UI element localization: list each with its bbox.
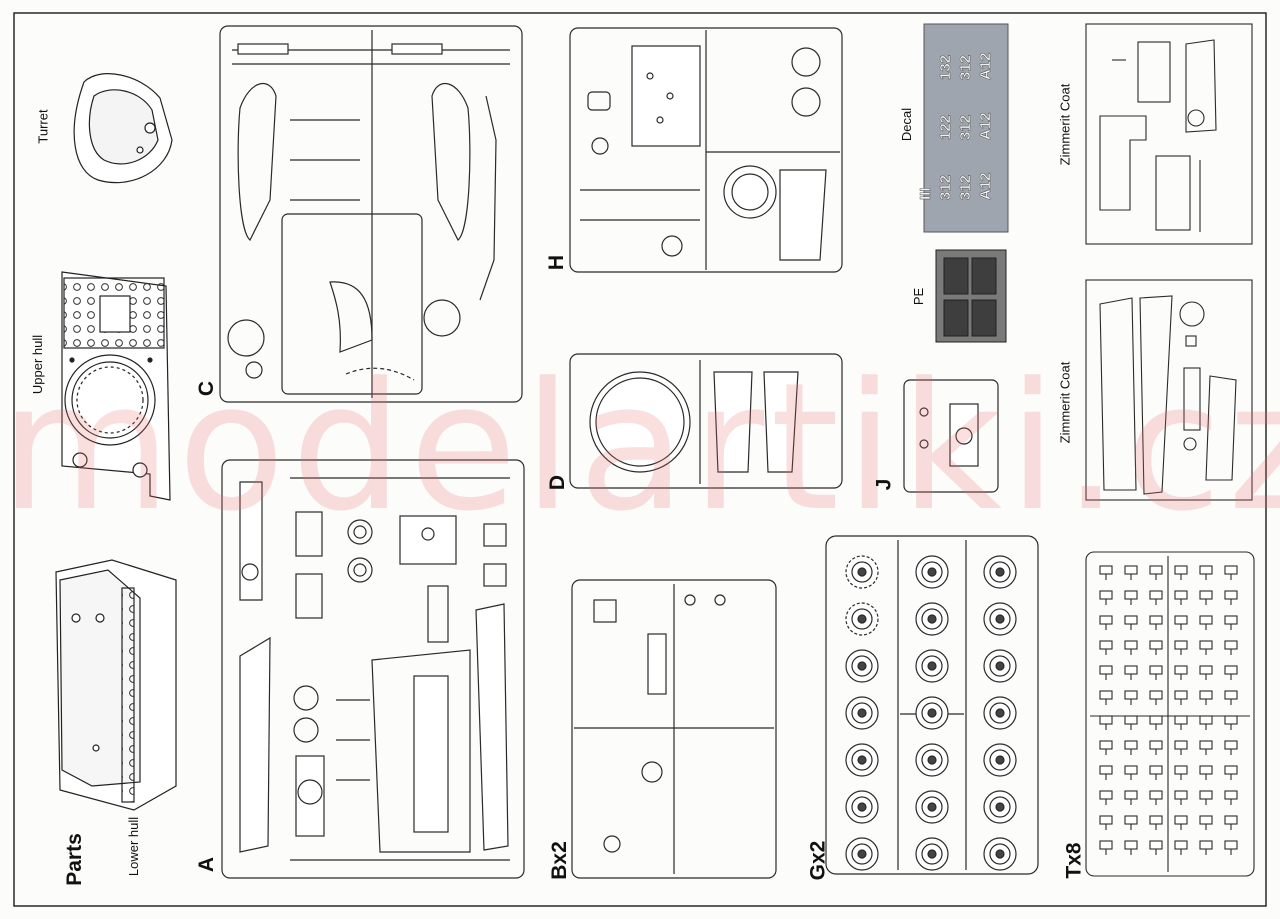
sprue-j-drawing	[903, 379, 999, 493]
decal-marking: A12	[977, 172, 994, 200]
sprue-h-drawing	[569, 27, 843, 273]
sprue-b-drawing	[571, 579, 777, 879]
pe-label: PE	[911, 287, 927, 306]
decal-marking: 312	[957, 115, 974, 140]
zimmerit-coat-label-1: Zimmerit Coat	[1057, 83, 1073, 166]
zimmerit-sheet-1-drawing	[1085, 23, 1253, 245]
upper-hull-label: Upper hull	[30, 334, 46, 395]
decal-marking: 312	[957, 55, 974, 80]
parts-title: Parts	[62, 833, 86, 886]
decal-label: Decal	[899, 107, 915, 142]
decal-marking: A12	[977, 52, 994, 80]
sprue-j-label: J	[872, 478, 896, 491]
decal-marking: III	[917, 187, 934, 200]
turret-drawing	[73, 73, 173, 184]
sprue-t-label: Tx8	[1062, 842, 1086, 879]
decal-marking: 312	[957, 175, 974, 200]
sprue-d-label: D	[546, 474, 570, 491]
lower-hull-drawing	[55, 559, 177, 811]
zimmerit-sheet-2-drawing	[1085, 279, 1253, 501]
decal-marking: 132	[937, 55, 954, 80]
sprue-c-label: C	[195, 380, 219, 397]
decal-marking: 122	[937, 115, 954, 140]
sprue-g-drawing	[825, 535, 1039, 875]
pe-fret-drawing	[935, 249, 1007, 343]
sprue-d-drawing	[569, 353, 843, 489]
upper-hull-drawing	[61, 271, 171, 501]
zimmerit-coat-label-2: Zimmerit Coat	[1057, 361, 1073, 444]
sprue-a-label: A	[195, 856, 219, 873]
sprue-g-label: Gx2	[806, 840, 830, 881]
decal-marking: A12	[977, 112, 994, 140]
sprue-h-label: H	[545, 254, 569, 271]
sprue-a-drawing	[221, 459, 525, 879]
lower-hull-label: Lower hull	[126, 816, 142, 877]
sprue-t-drawing	[1085, 551, 1255, 877]
decal-marking: 312	[937, 175, 954, 200]
turret-label: Turret	[35, 109, 51, 144]
sprue-b-label: Bx2	[547, 841, 571, 880]
sprue-c-drawing	[219, 25, 523, 403]
